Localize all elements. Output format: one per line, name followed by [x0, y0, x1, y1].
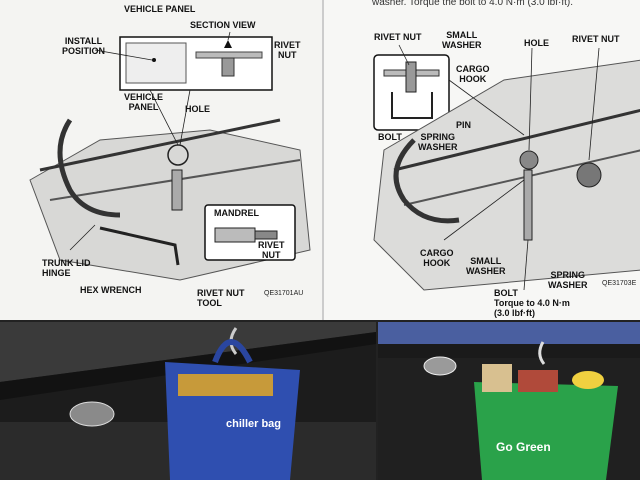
leader-section [227, 31, 231, 41]
label-vehicle-panel: VEHICLE PANEL [124, 92, 164, 112]
label-rivet-nut-tool: RIVET NUT TOOL [197, 288, 245, 308]
groceries-blue-bag [178, 374, 273, 396]
seal-shadow [378, 344, 640, 358]
leader-bolt [523, 239, 529, 291]
leader-rivet-nut-r [588, 47, 600, 161]
green-bag-label: Go Green [496, 440, 551, 454]
label-spring-washer-top: SPRING WASHER [418, 132, 458, 152]
photo-left-scene [0, 322, 376, 480]
green-hook-handle [538, 341, 546, 365]
label-hex-wrench: HEX WRENCH [80, 285, 142, 295]
label-hole-right: HOLE [524, 38, 550, 48]
blue-bag-label: chiller bag [226, 418, 282, 430]
label-trunk-lid-hinge: TRUNK LID HINGE [42, 258, 91, 278]
label-pin: PIN [456, 120, 472, 130]
leader-hinge [69, 224, 96, 251]
label-section-view: SECTION VIEW [190, 20, 256, 30]
panel-sketch [125, 42, 187, 84]
label-rivet-nut-right: RIVET NUT [572, 34, 620, 44]
groceries-green-bag [518, 370, 558, 392]
cargo-hook-left [69, 401, 115, 427]
label-small-washer-bottom: SMALL WASHER [466, 256, 506, 276]
section-plate [195, 51, 263, 59]
leader-rivet-nut-l [398, 44, 410, 66]
trunk-area-sketch [373, 59, 640, 291]
label-small-washer-top: SMALL WASHER [442, 30, 482, 50]
leader-hole [528, 47, 533, 151]
label-mandrel: MANDREL [214, 208, 259, 218]
label-bolt-torque: BOLT Torque to 4.0 N·m (3.0 lbf·ft) [494, 288, 570, 318]
blue-bag-handle [212, 339, 253, 364]
mandrel-bit [254, 230, 278, 240]
hex-wrench-shape [99, 226, 180, 266]
trunk-lid-hinge-shape [57, 118, 121, 218]
right-instruction-diagram: washer. Torque the bolt to 4.0 N·m (3.0 … [322, 0, 640, 320]
leader-install [94, 49, 153, 61]
hook-mount-2 [576, 162, 602, 188]
label-bolt: BOLT [378, 132, 402, 142]
label-install-position: INSTALL POSITION [62, 36, 106, 56]
trunk-seal [378, 322, 640, 344]
cargo-hook-right [423, 356, 457, 376]
trunk-lid-edge [0, 322, 376, 382]
label-rivet-nut-top: RIVET NUT [274, 40, 301, 60]
tool-shaft [171, 169, 183, 211]
label-vehicle-panel-top: VEHICLE PANEL [124, 4, 196, 14]
hinge-right [393, 138, 460, 224]
label-cargo-hook-bottom: CARGO HOOK [420, 248, 454, 268]
mandrel-tool [214, 227, 256, 243]
bolt-shaft [523, 169, 533, 241]
leader-panel-2 [179, 89, 191, 146]
figure-code-right: QE31703E [602, 280, 637, 287]
label-cargo-hook-top: CARGO HOOK [456, 64, 490, 84]
leader-panel [149, 89, 179, 146]
body-rail [39, 118, 281, 172]
install-position-dot [152, 58, 156, 62]
section-arrow [224, 40, 232, 48]
rail-right [393, 108, 640, 172]
label-hole: HOLE [185, 104, 211, 114]
hook-mount-1 [519, 150, 539, 170]
left-instruction-diagram: VEHICLE PANEL SECTION VIEW INSTALL POSIT… [0, 0, 322, 320]
photo-blue-bag-on-hook: chiller bag [0, 322, 376, 480]
left-diagram-drawing [29, 31, 311, 281]
photo-green-bag-on-hook: Go Green [378, 322, 640, 480]
inset-hook [391, 92, 433, 119]
leader-cargo-hook-bottom [443, 179, 525, 241]
leader-inset [448, 79, 525, 136]
bananas [572, 371, 604, 389]
right-diagram-drawing [373, 44, 640, 291]
photo-right-scene [378, 322, 640, 480]
instruction-header-text: washer. Torque the bolt to 4.0 N·m (3.0 … [372, 0, 574, 8]
section-rivet-nut [221, 57, 235, 77]
label-rivet-nut-inset: RIVET NUT [258, 240, 285, 260]
figure-code-left: QE31701AU [264, 290, 304, 297]
bread-loaf [482, 364, 512, 392]
inset-rivet-nut [405, 61, 417, 93]
label-spring-washer-bottom: SPRING WASHER [548, 270, 588, 290]
green-bag-shape [474, 382, 618, 480]
rail-right-2 [403, 149, 640, 206]
label-rivet-nut-left: RIVET NUT [374, 32, 422, 42]
